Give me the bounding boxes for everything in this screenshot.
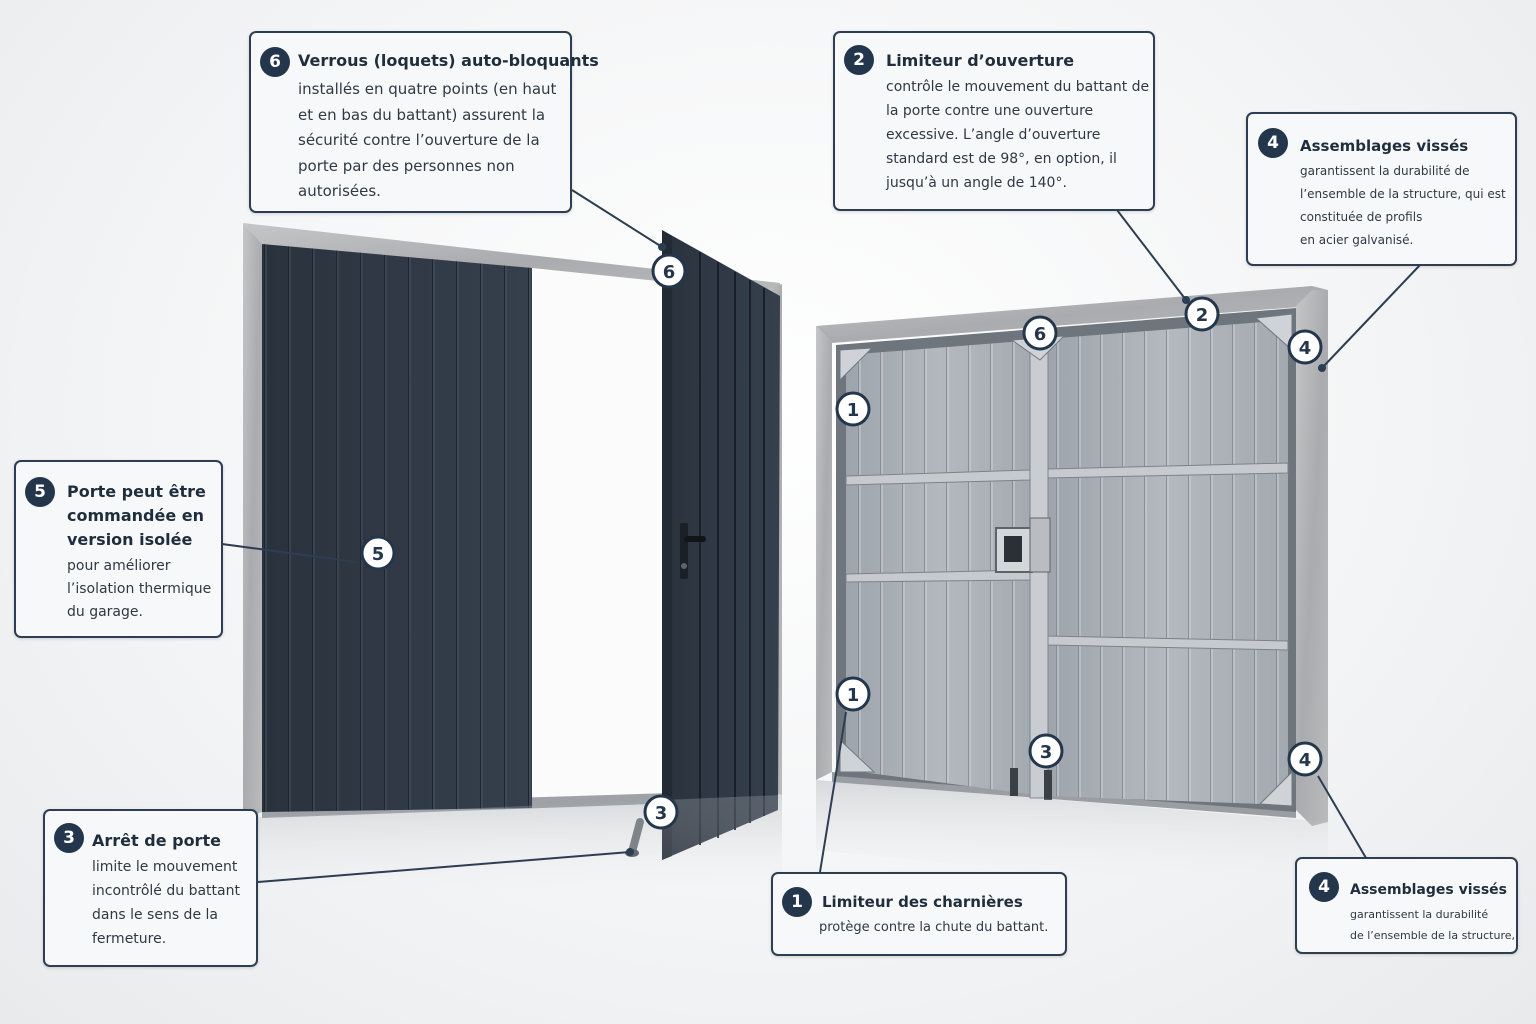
callout-number-badge: 2	[844, 45, 874, 75]
callout-body: contrôle le mouvement du battant de la p…	[886, 79, 1150, 191]
svg-text:1: 1	[847, 400, 860, 421]
callout-number-badge: 3	[54, 823, 84, 853]
marker-1-bottom: 1	[835, 676, 871, 712]
svg-text:5: 5	[372, 544, 385, 565]
callout-number-badge: 4	[1258, 128, 1288, 158]
marker-5: 5	[360, 535, 396, 571]
svg-text:1: 1	[847, 685, 860, 706]
marker-6-left: 6	[651, 253, 687, 289]
callout-screw-joints-top: 4 Assemblages vissés garantissent la dur…	[1246, 112, 1517, 266]
marker-1-top: 1	[835, 391, 871, 427]
callout-body: garantissent la durabilité de l’ensemble…	[1300, 164, 1506, 247]
callout-body: pour améliorer l’isolation thermique du …	[67, 558, 212, 620]
callout-title: Assemblages vissés	[1300, 137, 1469, 155]
callout-body: garantissent la durabilité de l’ensemble…	[1350, 908, 1516, 942]
svg-text:6: 6	[663, 262, 676, 283]
marker-3-left: 3	[643, 794, 679, 830]
marker-6-right: 6	[1022, 315, 1058, 351]
marker-2: 2	[1184, 296, 1220, 332]
door-handle-icon	[680, 523, 706, 579]
svg-text:4: 4	[1299, 338, 1312, 359]
marker-4-bottom: 4	[1287, 741, 1323, 777]
right-door-interior	[816, 286, 1328, 900]
callout-number-badge: 4	[1309, 872, 1339, 902]
leader-lines	[221, 189, 1421, 883]
callout-number-badge: 6	[260, 47, 290, 77]
callout-opening-limiter: 2 Limiteur d’ouverture contrôle le mouve…	[833, 31, 1155, 211]
lock-mechanism-icon	[995, 517, 1051, 573]
callout-body: protège contre la chute du battant.	[819, 920, 1049, 935]
diagram-markers: 6 5 3 6 2 4 1 1	[360, 253, 1323, 830]
callout-title: Arrêt de porte	[92, 831, 221, 850]
callout-locks: 6 Verrous (loquets) auto-bloquants insta…	[249, 31, 599, 213]
open-door-leaf	[662, 230, 780, 860]
callout-title: Verrous (loquets) auto-bloquants	[298, 51, 599, 70]
callout-screw-joints-bottom: 4 Assemblages vissés garantissent la dur…	[1295, 857, 1518, 954]
svg-text:2: 2	[1196, 305, 1209, 326]
horizontal-braces	[845, 462, 1289, 651]
bottom-latches	[1010, 768, 1052, 800]
callout-number-badge: 5	[25, 477, 55, 507]
callout-door-stop: 3 Arrêt de porte limite le mouvement inc…	[43, 809, 258, 967]
callout-title: Assemblages vissés	[1350, 882, 1507, 898]
callout-title: Porte peut être commandée en version iso…	[67, 482, 206, 549]
callout-insulated-version: 5 Porte peut être commandée en version i…	[14, 460, 223, 638]
callout-body: limite le mouvement incontrôlé du battan…	[92, 859, 240, 947]
marker-3-right: 3	[1028, 733, 1064, 769]
svg-text:3: 3	[1040, 742, 1053, 763]
callout-body: installés en quatre points (en haut et e…	[298, 80, 557, 200]
callout-hinge-limiter: 1 Limiteur des charnières protège contre…	[771, 872, 1067, 956]
marker-4-top: 4	[1287, 329, 1323, 365]
right-frame-left-post	[816, 326, 832, 780]
leader-dots	[626, 243, 1326, 856]
callout-number-badge: 1	[782, 887, 812, 917]
left-frame-left-post	[243, 223, 262, 818]
right-frame-right-post	[1296, 290, 1328, 826]
left-door-exterior	[243, 223, 782, 910]
svg-text:4: 4	[1299, 750, 1312, 771]
callout-title: Limiteur d’ouverture	[886, 51, 1075, 70]
callout-title: Limiteur des charnières	[822, 893, 1023, 911]
svg-text:3: 3	[655, 803, 668, 824]
svg-text:6: 6	[1034, 324, 1047, 345]
